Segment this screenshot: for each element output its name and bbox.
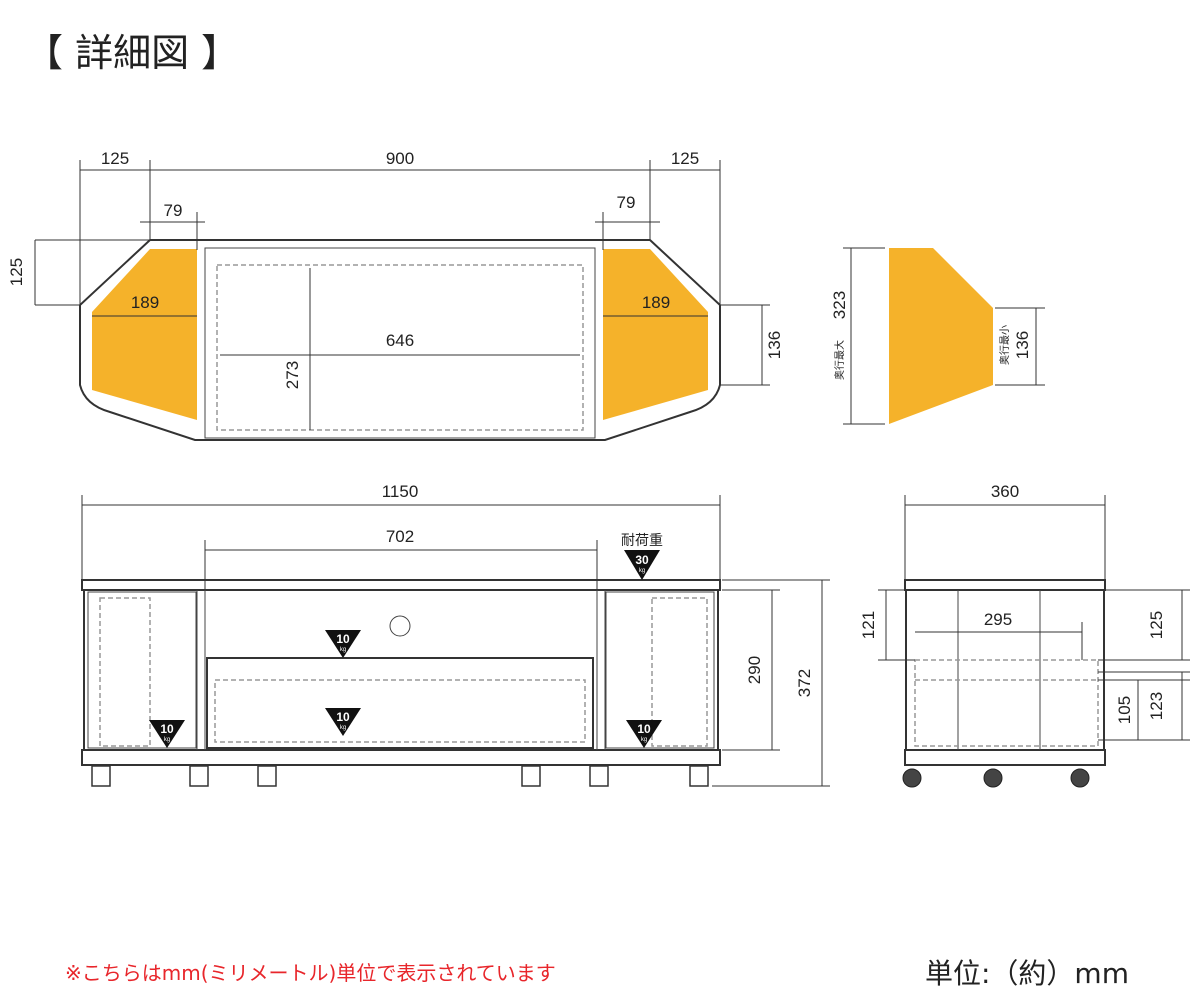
svg-text:10: 10: [336, 632, 350, 646]
svg-text:kg: kg: [639, 568, 645, 574]
load-capacity-label: 耐荷重: [621, 533, 663, 549]
min-depth-label: 奥行最小: [998, 325, 1011, 365]
left-corner-shelf: [92, 249, 197, 420]
dim-width-1150: 1150: [382, 482, 419, 501]
svg-text:kg: kg: [641, 737, 647, 743]
page-title: 【 詳細図 】: [25, 31, 240, 75]
dim-h-121: 121: [859, 611, 878, 639]
svg-text:kg: kg: [340, 647, 346, 653]
load-badge-top: 30 kg: [624, 550, 660, 580]
dim-inner-646: 646: [386, 331, 414, 350]
dim-side-136: 136: [765, 331, 784, 359]
svg-text:kg: kg: [340, 725, 346, 731]
dim-inner-295: 295: [984, 610, 1012, 629]
right-corner-shelf: [603, 249, 708, 420]
dim-center-900: 900: [386, 149, 414, 168]
dim-right-79: 79: [617, 193, 636, 212]
min-depth-value: 136: [1013, 331, 1032, 359]
dim-left-79: 79: [164, 201, 183, 220]
svg-text:10: 10: [336, 710, 350, 724]
dim-inner-702: 702: [386, 527, 414, 546]
dim-depth-125: 125: [7, 258, 26, 286]
dim-height-372: 372: [795, 669, 814, 697]
dim-right-189: 189: [642, 293, 670, 312]
dim-depth-360: 360: [991, 482, 1019, 501]
dim-h-105: 105: [1115, 696, 1134, 724]
dim-h-123: 123: [1147, 692, 1166, 720]
dim-height-290: 290: [745, 656, 764, 684]
wheels: [902, 768, 1090, 788]
svg-text:10: 10: [637, 722, 651, 736]
svg-text:30: 30: [635, 553, 649, 567]
casters: [91, 765, 709, 787]
load-badge-left: 10 kg: [149, 720, 185, 748]
load-badge-shelf: 10 kg: [325, 630, 361, 658]
load-badge-right: 10 kg: [626, 720, 662, 748]
load-badge-drawer: 10 kg: [325, 708, 361, 736]
dim-inner-273: 273: [283, 361, 302, 389]
front-view: 1150 702 290 372 耐荷重 30 kg 10 kg 10 kg 1…: [81, 482, 830, 787]
max-depth-value: 323: [830, 291, 849, 319]
corner-shelf-view: 323 奥行最大 奥行最小 136: [830, 247, 1045, 425]
unit-label: 単位:（約）mm: [925, 957, 1129, 990]
dim-left-125: 125: [101, 149, 129, 168]
top-view: 125 900 125 79 79 125 189 189 646 273 13…: [7, 149, 784, 441]
unit-note: ※こちらはmm(ミリメートル)単位で表示されています: [65, 961, 556, 985]
side-view: 360 295 121 125 105 123: [859, 482, 1190, 788]
dim-left-189: 189: [131, 293, 159, 312]
dim-h-125: 125: [1147, 611, 1166, 639]
svg-text:10: 10: [160, 722, 174, 736]
max-depth-label: 奥行最大: [833, 340, 846, 380]
svg-text:kg: kg: [164, 737, 170, 743]
dim-right-125: 125: [671, 149, 699, 168]
